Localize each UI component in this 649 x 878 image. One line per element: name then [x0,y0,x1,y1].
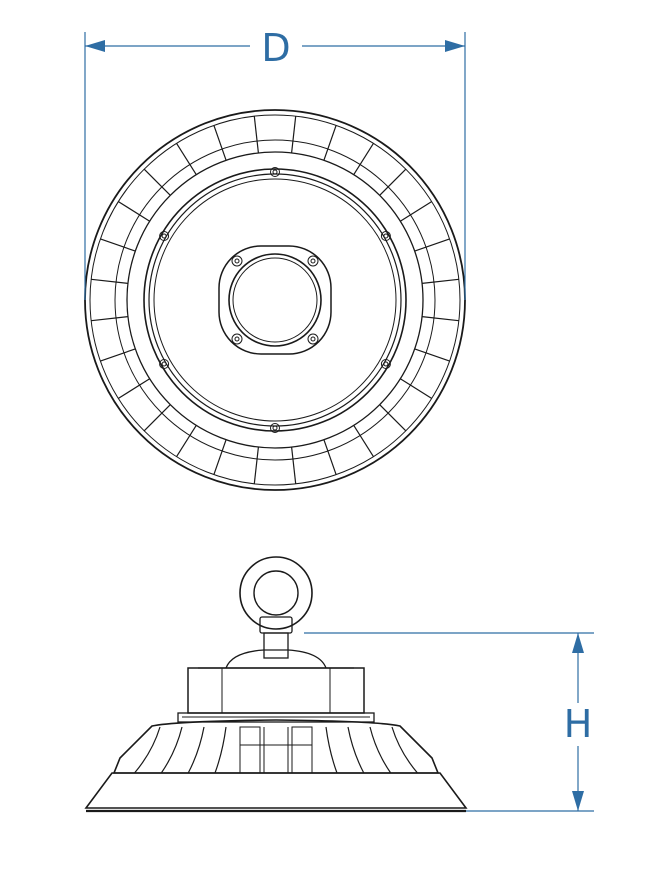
fin-ring-edge [114,139,436,461]
fin [213,439,227,475]
bracket [291,726,313,774]
eye-bolt-collar [259,616,293,634]
housing-base [177,712,375,723]
fin [100,238,136,252]
fin [100,348,136,362]
boss-screw [310,258,316,264]
lens-base-profile [84,772,468,809]
boss-screw [234,336,240,342]
fin [323,439,337,475]
center-boss [218,245,332,355]
fin-ring-inner [126,151,424,449]
side-fin [391,726,418,774]
fin [213,125,227,161]
fin [91,316,128,322]
fin [143,168,171,196]
body-ring-inner [148,173,402,427]
heat-sink-side [112,719,440,774]
top-view [84,109,466,491]
eye-bolt [239,556,313,659]
driver-housing [177,649,375,723]
screw [159,231,170,241]
center-brackets [239,726,313,774]
height-dimension: H [304,632,594,812]
boss-screws [231,255,319,345]
screw [272,425,278,431]
height-arrow-top [572,633,584,653]
height-label: H [564,702,593,746]
height-arrow-bottom [572,791,584,811]
eye-bolt-shank [263,632,289,659]
screw [270,423,280,433]
diameter-arrow-left [85,40,105,52]
side-fin [369,726,392,774]
side-view [84,556,468,813]
side-fin [187,726,205,774]
fin [118,378,151,399]
screw [270,167,280,177]
center-opening [228,253,322,347]
fin [253,116,259,153]
fin [176,143,197,176]
diameter-label: D [261,26,290,70]
boss-screw [231,333,243,345]
body-ring-outer [143,168,407,432]
screw [161,361,167,367]
fin [176,424,197,457]
screw [383,361,389,367]
center-opening-inner [232,257,318,343]
fin [291,447,297,484]
fin [399,378,432,399]
outer-rim-inner-edge [89,114,461,486]
fin [379,404,407,432]
screw [272,169,278,175]
side-fin [347,726,365,774]
screw [383,233,389,239]
fin [143,404,171,432]
lens-face [153,178,397,422]
fin [414,348,450,362]
housing-dome [225,649,327,669]
fin [291,116,297,153]
boss-screw [234,258,240,264]
heat-sink-profile [112,719,440,774]
eye-bolt-ring-outer [239,556,313,630]
heat-sink-fins [91,116,459,484]
diameter-dimension: D [84,26,466,300]
screw [161,233,167,239]
side-fin [134,726,161,774]
side-fin [325,726,338,774]
side-fin [214,726,227,774]
fin [414,238,450,252]
fin [118,201,151,222]
fin [353,424,374,457]
bracket [239,726,261,774]
fin [91,278,128,284]
fin [253,447,259,484]
fin [323,125,337,161]
heat-sink-side-fins [134,726,418,774]
boss-screw [231,255,243,267]
side-fin [160,726,183,774]
fin [422,278,459,284]
diameter-arrow-right [445,40,465,52]
screw [380,231,391,241]
housing-body [187,667,365,714]
body-screws [159,167,391,433]
boss-screw [310,336,316,342]
fin [353,143,374,176]
fin [379,168,407,196]
fin [422,316,459,322]
screw [159,359,170,369]
boss-screw [307,255,319,267]
lens-base [84,772,468,813]
screw [380,359,391,369]
boss-screw [307,333,319,345]
fin [399,201,432,222]
eye-bolt-ring-inner [253,570,299,616]
